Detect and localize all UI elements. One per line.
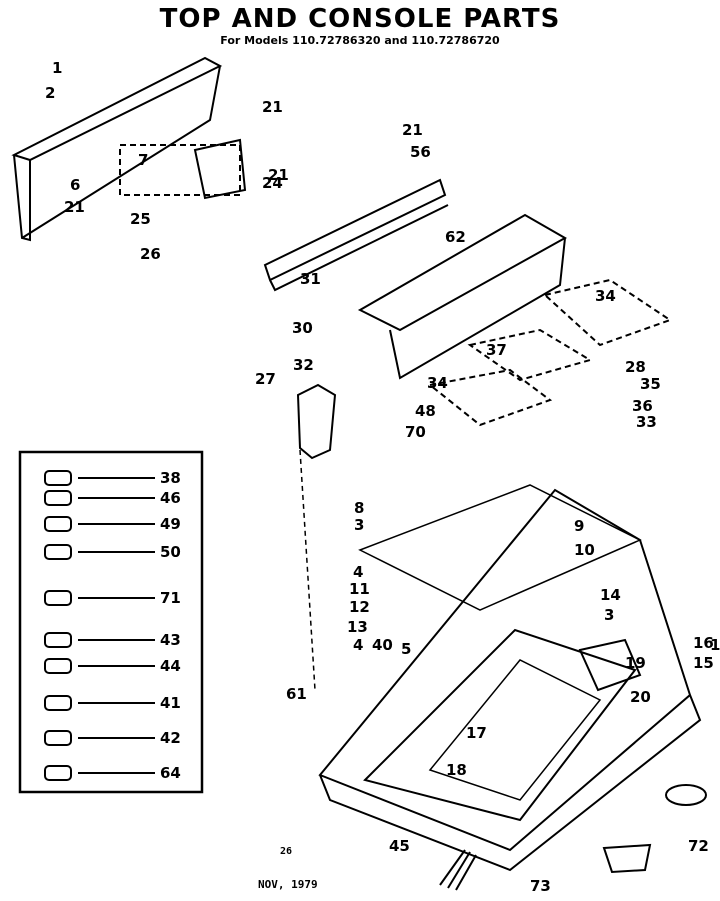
callout-label-1: 1 (710, 636, 720, 654)
callout-label-2: 2 (45, 84, 55, 102)
accessory-box (18, 450, 204, 794)
callout-label-21: 21 (402, 121, 423, 139)
legend-part-shape (44, 516, 72, 532)
callout-label-32: 32 (293, 356, 314, 374)
console-end-cap (296, 383, 337, 460)
switch-assembly (119, 144, 241, 196)
legend-part-label-71: 71 (160, 589, 181, 607)
callout-label-73: 73 (530, 877, 551, 895)
callout-label-62: 62 (445, 228, 466, 246)
callout-label-26: 26 (140, 245, 161, 263)
callout-label-24: 24 (262, 174, 283, 192)
callout-label-3: 3 (354, 516, 364, 534)
alignment-line (299, 449, 316, 691)
legend-part-shape (44, 730, 72, 746)
callout-label-48: 48 (415, 402, 436, 420)
callout-label-21: 21 (64, 198, 85, 216)
lid-switch-box (578, 638, 642, 692)
legend-part-shape (44, 490, 72, 506)
callout-label-34: 34 (427, 374, 448, 392)
legend-part-label-49: 49 (160, 515, 181, 533)
legend-part-shape (44, 470, 72, 486)
leveling-foot (665, 784, 707, 806)
lid-opening (363, 628, 637, 822)
callout-label-7: 7 (138, 151, 148, 169)
callout-label-25: 25 (130, 210, 151, 228)
callout-label-6: 6 (70, 176, 80, 194)
callout-label-20: 20 (630, 688, 651, 706)
callout-label-18: 18 (446, 761, 467, 779)
footer-date: NOV, 1979 (258, 878, 318, 891)
tub-opening (428, 659, 602, 801)
callout-label-31: 31 (300, 270, 321, 288)
legend-part-label-38: 38 (160, 469, 181, 487)
callout-label-11: 11 (349, 580, 370, 598)
callout-label-19: 19 (625, 654, 646, 672)
knob-area-right (542, 278, 673, 347)
callout-label-70: 70 (405, 423, 426, 441)
legend-part-label-43: 43 (160, 631, 181, 649)
knob-area-lower (427, 368, 553, 427)
legend-part-shape (44, 544, 72, 560)
callout-label-34: 34 (595, 287, 616, 305)
callout-label-40: 40 (372, 636, 393, 654)
legend-part-label-44: 44 (160, 657, 181, 675)
timer-block (193, 138, 247, 200)
knob-area-center (467, 328, 593, 382)
callout-label-72: 72 (688, 837, 709, 855)
callout-label-35: 35 (640, 375, 661, 393)
callout-label-4: 4 (353, 636, 363, 654)
callout-label-21: 21 (262, 98, 283, 116)
console-cover (357, 213, 568, 380)
callout-label-5: 5 (401, 640, 411, 658)
console-rail (263, 178, 449, 292)
legend-part-label-64: 64 (160, 764, 181, 782)
legend-part-shape (44, 765, 72, 781)
legend-part-label-42: 42 (160, 729, 181, 747)
callout-label-33: 33 (636, 413, 657, 431)
legend-part-shape (44, 590, 72, 606)
legend-part-label-41: 41 (160, 694, 181, 712)
bleach-cup (602, 843, 652, 874)
callout-label-1: 1 (52, 59, 62, 77)
callout-label-37: 37 (486, 341, 507, 359)
callout-label-15: 15 (693, 654, 714, 672)
callout-label-3: 3 (604, 606, 614, 624)
callout-label-16: 16 (693, 634, 714, 652)
callout-label-13: 13 (347, 618, 368, 636)
legend-part-shape (44, 658, 72, 674)
callout-label-61: 61 (286, 685, 307, 703)
page-title: TOP AND CONSOLE PARTS (159, 4, 561, 34)
callout-label-45: 45 (389, 837, 410, 855)
callout-label-30: 30 (292, 319, 313, 337)
footer-code: 26 (280, 846, 293, 857)
legend-part-label-46: 46 (160, 489, 181, 507)
console-back-panel (11, 56, 223, 242)
callout-label-4: 4 (353, 563, 363, 581)
callout-label-56: 56 (410, 143, 431, 161)
callout-label-8: 8 (354, 499, 364, 517)
callout-label-36: 36 (632, 397, 653, 415)
callout-label-28: 28 (625, 358, 646, 376)
washer-top (318, 488, 702, 872)
callout-label-12: 12 (349, 598, 370, 616)
callout-label-21: 21 (268, 166, 289, 184)
power-cord (439, 849, 477, 891)
legend-part-shape (44, 632, 72, 648)
callout-label-17: 17 (466, 724, 487, 742)
lid-panel (358, 484, 642, 611)
callout-label-27: 27 (255, 370, 276, 388)
callout-label-10: 10 (574, 541, 595, 559)
callout-label-14: 14 (600, 586, 621, 604)
legend-part-label-50: 50 (160, 543, 181, 561)
callout-label-9: 9 (574, 517, 584, 535)
legend-part-shape (44, 695, 72, 711)
page-subtitle: For Models 110.72786320 and 110.72786720 (220, 34, 500, 47)
